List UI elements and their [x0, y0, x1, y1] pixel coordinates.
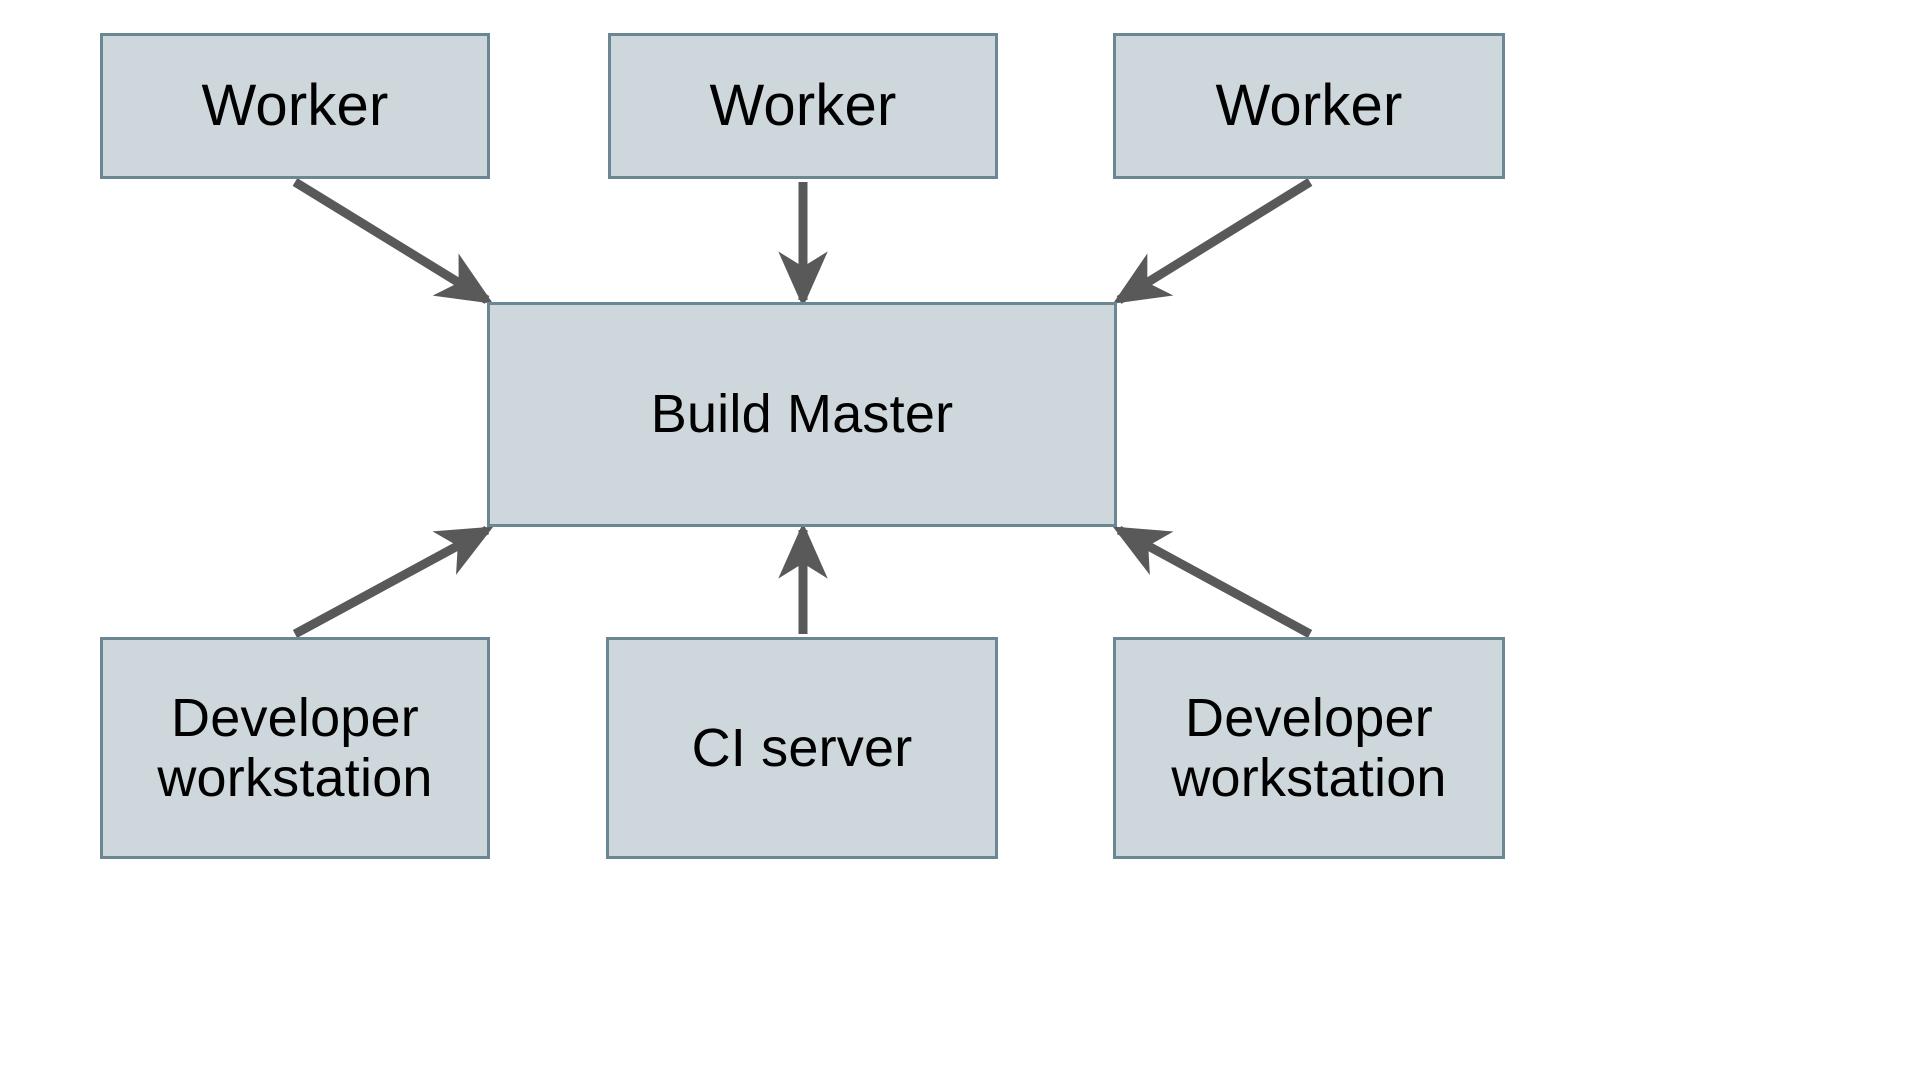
- node-worker-2-label: Worker: [709, 72, 897, 138]
- node-developer-workstation-left-label: Developer workstation: [157, 687, 433, 808]
- node-build-master[interactable]: Build Master: [487, 302, 1117, 527]
- edge-dev-ws-left-to-build-master: [292, 526, 494, 638]
- edge-dev-ws-right-to-build-master: [1112, 526, 1313, 638]
- node-worker-3[interactable]: Worker: [1113, 33, 1505, 179]
- node-build-master-label: Build Master: [650, 384, 954, 445]
- node-developer-workstation-left[interactable]: Developer workstation: [100, 637, 490, 859]
- node-worker-1[interactable]: Worker: [100, 33, 490, 179]
- node-worker-1-label: Worker: [201, 72, 389, 138]
- node-ci-server[interactable]: CI server: [606, 637, 998, 859]
- node-worker-2[interactable]: Worker: [608, 33, 998, 179]
- edge-worker-1-to-build-master: [292, 178, 494, 304]
- node-developer-workstation-right-label: Developer workstation: [1171, 687, 1447, 808]
- edge-worker-3-to-build-master: [1112, 178, 1313, 304]
- node-worker-3-label: Worker: [1215, 72, 1403, 138]
- node-ci-server-label: CI server: [691, 717, 913, 778]
- node-developer-workstation-right[interactable]: Developer workstation: [1113, 637, 1505, 859]
